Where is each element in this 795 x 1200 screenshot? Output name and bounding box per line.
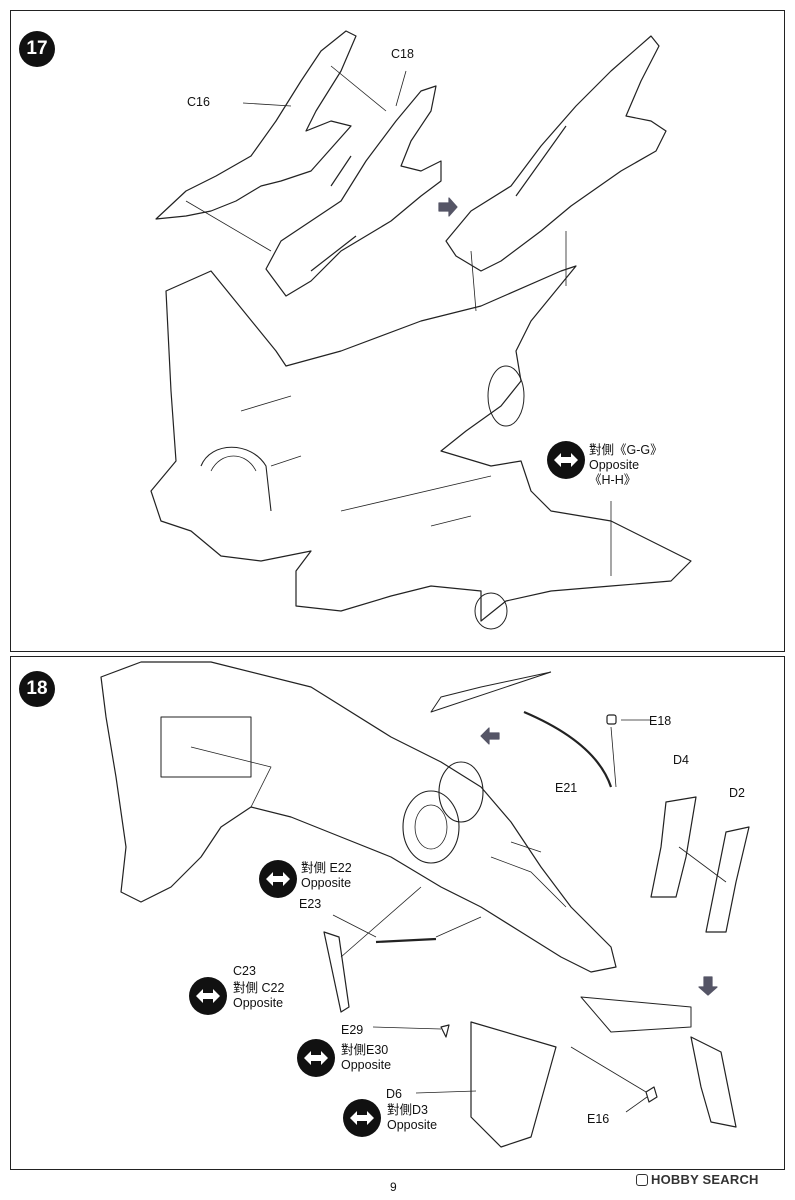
direction-arrow-icon [438,197,458,217]
brand-watermark: HOBBY SEARCH [636,1172,759,1187]
callout-e22-line2: Opposite [301,876,352,890]
opposite-side-icon [189,977,227,1015]
fuselage-shape [150,265,692,622]
label-c16: C16 [187,95,210,109]
opposite-callout-d3: 對側D3 Opposite [387,1103,437,1133]
callout-e30-line2: Opposite [341,1058,392,1072]
part-e23-shape [375,937,437,944]
opposite-side-icon [547,441,585,479]
opposite-callout-e30: 對側E30 Opposite [341,1043,391,1073]
opposite-side-icon [259,860,297,898]
opposite-callout-17: 對側《G-G》 Opposite 《H-H》 [589,443,663,488]
page-number: 9 [390,1180,397,1194]
opposite-side-icon [343,1099,381,1137]
hobby-search-logo-icon [636,1174,648,1186]
part-c16-shape [155,30,357,220]
part-e29-shape [440,1024,450,1038]
label-e21: E21 [555,781,578,795]
callout-17-line3: 《H-H》 [589,473,637,487]
direction-arrow-icon [698,976,718,996]
opposite-side-icon [297,1039,335,1077]
label-e18: E18 [649,714,672,728]
part-e16-shape [645,1086,658,1103]
callout-c22-line1: 對側 C22 [233,981,285,995]
callout-e22-line1: 對側 E22 [301,861,352,875]
part-d2-shape [705,826,750,933]
callout-c22-line2: Opposite [233,996,284,1010]
callout-d3-line1: 對側D3 [387,1103,428,1117]
label-c18: C18 [391,47,414,61]
step-18-number: 18 [19,671,55,707]
label-d4: D4 [673,753,689,767]
brand-text: HOBBY SEARCH [651,1172,759,1187]
part-c18-shape [265,85,442,297]
direction-arrow-icon [480,727,500,745]
step-18-drawing [100,661,750,1148]
callout-17-line2: Opposite [589,458,640,472]
opposite-callout-e22: 對側 E22 Opposite [301,861,352,891]
step-17-drawing [150,30,692,630]
step-18-panel: 18 [10,656,785,1170]
callout-d3-line2: Opposite [387,1118,438,1132]
label-e23: E23 [299,897,322,911]
label-d2: D2 [729,786,745,800]
part-d6-shape [470,1021,557,1148]
part-d4-shape [650,796,697,898]
label-d6: D6 [386,1087,402,1101]
label-e16: E16 [587,1112,610,1126]
part-e21-shape [523,710,613,788]
label-e29: E29 [341,1023,364,1037]
step-17-number: 17 [19,31,55,67]
opposite-callout-c22: 對側 C22 Opposite [233,981,284,1011]
callout-e30-line1: 對側E30 [341,1043,389,1057]
part-e18-shape [606,714,617,725]
part-c23-shape [323,931,350,1013]
step-17-panel: 17 C16 C18 對側《 [10,10,785,652]
underside-fuselage-shape [100,661,617,973]
callout-17-line1: 對側《G-G》 [589,443,663,457]
assembled-upper-shape [445,35,667,272]
label-c23: C23 [233,964,256,978]
